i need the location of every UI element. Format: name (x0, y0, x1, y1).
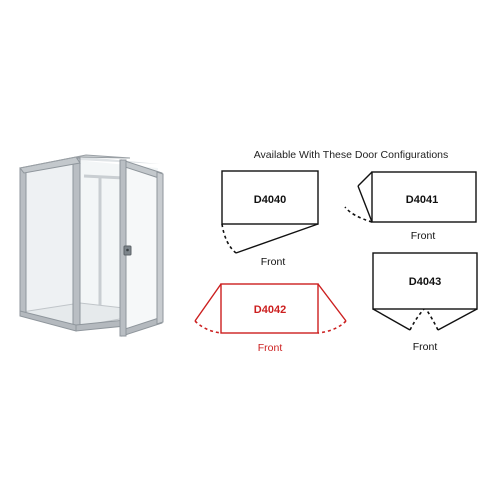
lock-keyhole-icon (126, 248, 129, 252)
config-d4042-cabinet (220, 283, 319, 334)
config-d4042[interactable]: D4042 Front (194, 283, 347, 354)
config-d4043[interactable]: D4043 Front (372, 252, 478, 353)
config-d4040[interactable]: D4040 Front (221, 170, 319, 268)
config-d4042-code: D4042 (254, 304, 286, 316)
config-d4043-front-label: Front (413, 341, 438, 353)
config-d4043-right-door (437, 308, 478, 331)
config-d4041-front-label: Front (411, 230, 436, 242)
config-d4043-right-swing-arc (425, 308, 439, 331)
config-d4040-front-label: Front (261, 256, 286, 268)
cabinet-front-left-post (72, 157, 81, 331)
cabinet-top-panel (22, 157, 160, 170)
config-d4042-right-swing-arc (317, 320, 347, 334)
config-d4041-door-leaf (357, 171, 373, 187)
config-d4040-door (235, 223, 319, 254)
cabinet-inner-rail (83, 174, 125, 180)
config-d4042-left-swing-arc (194, 320, 222, 334)
cabinet-open-door-edge (156, 171, 164, 325)
config-d4040-swing-arc (221, 223, 237, 254)
cabinet-top-rail-back (19, 154, 131, 169)
config-d4043-left-door (372, 308, 411, 331)
config-d4043-cabinet (372, 252, 478, 310)
cabinet-left-post (19, 167, 27, 315)
cabinet-open-door-glass (124, 163, 160, 334)
configurations-heading: Available With These Door Configurations (254, 149, 449, 161)
config-d4041-code: D4041 (406, 194, 438, 206)
cabinet-left-glass (22, 160, 76, 327)
config-d4043-code: D4043 (409, 276, 441, 288)
config-d4042-front-label: Front (258, 342, 283, 354)
config-d4041[interactable]: D4041 Front (344, 171, 477, 242)
config-d4040-cabinet (221, 170, 319, 225)
config-d4042-left-door (194, 283, 222, 322)
config-d4042-right-door (317, 283, 347, 322)
config-d4043-left-swing-arc (409, 308, 425, 331)
config-d4040-code: D4040 (254, 194, 286, 206)
config-d4041-cabinet (371, 171, 477, 223)
config-d4041-swing-arc (344, 206, 373, 223)
display-cabinet-photo (19, 154, 164, 337)
config-d4041-door (357, 185, 373, 223)
